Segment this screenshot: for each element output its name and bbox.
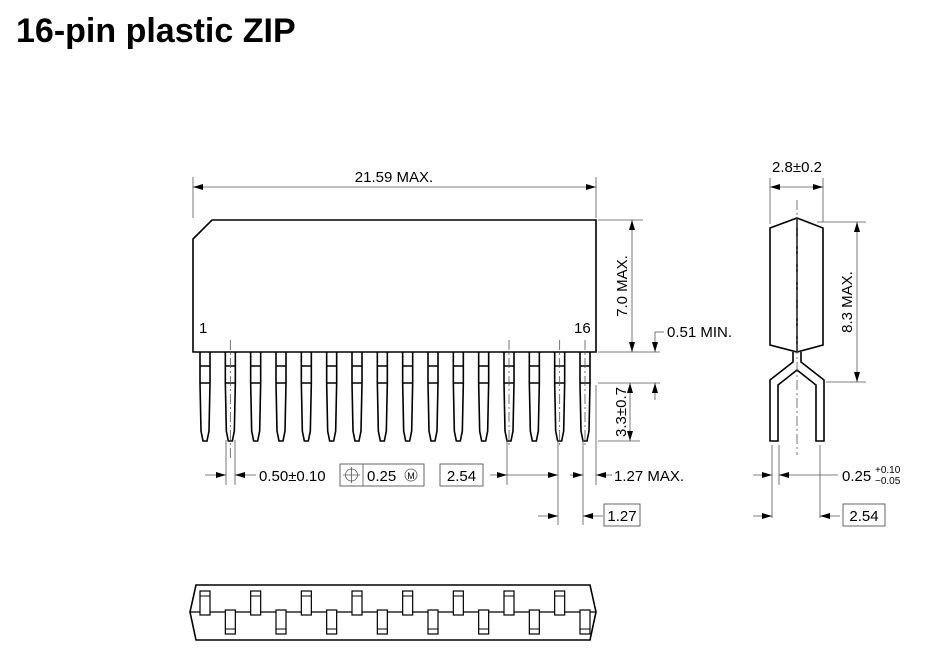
position-tolerance-value: 0.25: [367, 468, 396, 485]
lead-thickness-dimension: 0.25: [842, 468, 871, 485]
lead-width-dimension: 0.50±0.10: [259, 468, 326, 485]
pin: [477, 352, 490, 442]
bottom-pin: [528, 609, 540, 635]
stagger-dimension: 1.27: [607, 508, 636, 525]
bottom-pin: [452, 590, 464, 616]
bottom-pin: [579, 609, 591, 635]
bottom-pin: [427, 609, 439, 635]
pin: [452, 352, 465, 442]
bottom-pin: [326, 609, 338, 635]
pin: [249, 352, 262, 442]
bottom-pin: [250, 590, 262, 616]
lead-thickness-tol-minus: −0.05: [875, 476, 901, 487]
bottom-pin: [554, 590, 566, 616]
side-body: [769, 217, 824, 353]
bottom-pin: [224, 609, 236, 635]
pin: [275, 352, 287, 442]
pin: [528, 352, 541, 442]
mmc-modifier: M: [407, 471, 415, 481]
position-tolerance-frame: [339, 463, 425, 487]
bottom-pin: [300, 590, 312, 616]
pin: [325, 352, 338, 442]
side-height-dimension: 8.3 MAX.: [839, 271, 856, 333]
mmc-symbol-icon: [404, 468, 418, 482]
pin-row: [199, 340, 591, 460]
pin: [300, 352, 313, 442]
lead-thickness-tol-plus: +0.10: [875, 465, 901, 476]
length-dimension: 21.59 MAX.: [355, 169, 433, 186]
pin-16-label: 16: [574, 320, 591, 337]
pin: [427, 352, 439, 442]
pin: [199, 352, 211, 442]
bottom-pin: [275, 609, 287, 635]
bottom-pin: [199, 590, 211, 616]
bottom-pin: [402, 590, 414, 616]
bottom-pin: [503, 590, 515, 616]
pin: [376, 352, 389, 442]
side-view: 2.8±0.2 8.3 MAX. 0.25 +0.10 −0.05 2.54: [753, 159, 901, 527]
front-view: 1 16 21.59 MAX. 7.0 MAX. 0.51 MIN. 3.3±0…: [192, 169, 732, 527]
row-spacing-dimension: 2.54: [849, 508, 878, 525]
pin-1-label: 1: [199, 320, 207, 337]
pitch-dimension: 2.54: [447, 468, 476, 485]
end-max-dimension: 1.27 MAX.: [614, 468, 684, 485]
thickness-dimension: 2.8±0.2: [772, 159, 822, 176]
package-body: [192, 219, 597, 353]
page-title: 16-pin plastic ZIP: [16, 12, 296, 50]
lead-length-dimension: 3.3±0.7: [613, 387, 630, 437]
bottom-view: [189, 584, 597, 641]
bottom-pin: [351, 590, 363, 616]
bottom-pin: [478, 609, 490, 635]
pin: [401, 352, 414, 442]
bottom-pin: [376, 609, 388, 635]
body-height-dimension: 7.0 MAX.: [614, 255, 631, 317]
pin: [351, 352, 363, 442]
standoff-dimension: 0.51 MIN.: [667, 324, 732, 341]
